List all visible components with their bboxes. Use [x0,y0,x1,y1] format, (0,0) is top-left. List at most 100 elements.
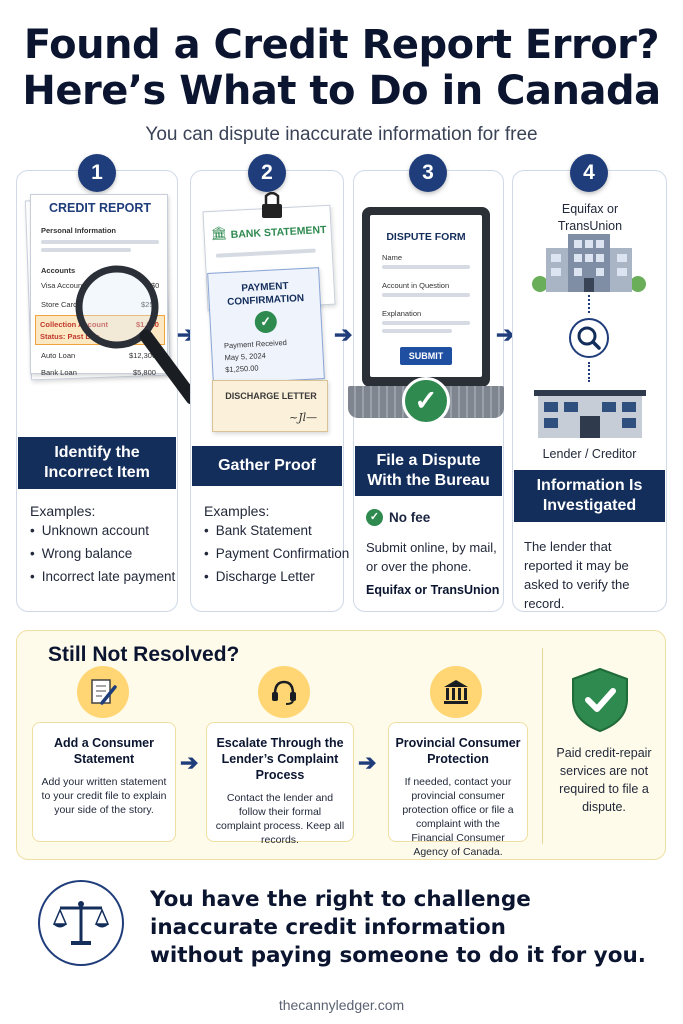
submit-button[interactable]: SUBMIT [400,347,452,365]
error-row-label: Collection Account [40,320,109,329]
check-circle-icon: ✓ [402,377,450,425]
still-not-resolved-title: Still Not Resolved? [48,643,240,666]
signature-icon: ~Jl— [289,411,318,424]
rights-line-1: You have the right to challenge [150,887,531,912]
report-row-label: Auto Loan [41,351,76,360]
step-2-number: 2 [248,154,286,192]
magnifying-glass-icon [75,265,199,405]
search-icon [577,326,601,350]
arrow-right-icon: ➔ [180,750,199,775]
list-item: Incorrect late payment [30,569,176,592]
report-row-value: $12,300 [129,351,157,360]
bank-icon: 🏛 [210,225,228,242]
discharge-letter-title: DISCHARGE LETTER [225,391,317,401]
report-row-value: $0 [151,281,160,290]
form-field-label: Name [382,253,403,262]
consumer-protection-icon-circle [430,666,482,718]
title-line-2: Here’s What to Do in Canada [22,68,661,114]
document-pen-icon [91,679,117,705]
accounts-label: Accounts [41,266,76,275]
headset-icon [272,680,296,705]
rights-line-3: without paying someone to do it for you. [150,943,646,968]
form-field-label: Account in Question [382,281,450,290]
step-1-number: 1 [78,154,116,192]
payment-date: May 5, 2024 [224,351,267,363]
consumer-statement-title: Add a Consumer Statement [53,736,154,766]
investigate-search-icon [569,318,609,358]
rights-line-2: inaccurate credit information [150,915,506,940]
payment-received-label: Payment Received [223,337,288,351]
step-1-heading: Identify the Incorrect Item [18,437,176,489]
discharge-letter-document: DISCHARGE LETTER ~Jl— [212,380,328,432]
error-row-status: Status: Past Due [40,332,100,341]
step-3-number: 3 [409,154,447,192]
dispute-form-title: DISPUTE FORM [386,231,466,243]
payment-amount: $1,250.00 [224,363,259,375]
report-row-value: $250 [141,300,158,309]
step-2-examples-title: Examples: [204,503,270,519]
consumer-statement-icon-circle [77,666,129,718]
report-row-value: $5,800 [133,368,156,377]
lender-complaint-title: Escalate Through the Lender’s Complaint … [216,736,344,782]
step-2-examples: Bank Statement Payment Confirmation Disc… [204,523,350,592]
scales-of-justice-icon [52,901,110,945]
report-row-label: Visa Account [41,281,85,290]
provincial-protection-body: If needed, contact your provincial consu… [402,776,514,858]
justice-scales-badge [38,880,124,966]
arrow-right-icon: ➔ [496,322,515,347]
arrow-right-icon: ➔ [358,750,377,775]
step-2-heading: Gather Proof [192,446,342,486]
paid-repair-note: Paid credit-repair services are not requ… [556,746,652,814]
payment-confirmation-document: PAYMENT CONFIRMATION ✓ Payment Received … [207,267,325,385]
check-circle-icon: ✓ [366,509,383,526]
dotted-arrow-icon [588,295,590,313]
lender-building-icon [534,390,646,438]
step-1-examples: Unknown account Wrong balance Incorrect … [30,523,176,592]
step-4-number: 4 [570,154,608,192]
panel-divider [542,648,543,844]
form-field-label: Explanation [382,309,422,318]
step-3-bureaus: Equifax or TransUnion [366,583,500,597]
list-item: Bank Statement [204,523,349,546]
footer-url[interactable]: thecannyledger.com [278,997,405,1013]
page-subtitle: You can dispute inaccurate information f… [145,124,538,145]
dotted-arrow-icon [588,362,590,382]
rights-statement: You have the right to challenge inaccura… [150,886,646,970]
step-4-body: The lender that reported it may be asked… [524,539,630,611]
list-item: Wrong balance [30,546,175,569]
title-line-1: Found a Credit Report Error? [23,22,660,68]
step-4-top-label: Equifax or TransUnion [557,202,623,233]
lender-complaint-body: Contact the lender and follow their form… [215,792,345,846]
complaint-headset-icon-circle [258,666,310,718]
report-row-label: Store Card [41,300,78,309]
list-item: Payment Confirmation [204,546,350,569]
step-3-heading: File a Dispute With the Bureau [355,446,502,496]
step-4-heading: Information Is Investigated [514,470,665,522]
payment-confirmation-title: PAYMENT CONFIRMATION [226,280,305,308]
lender-complaint-card: Escalate Through the Lender’s Complaint … [206,722,354,846]
step-4-bottom-label: Lender / Creditor [542,447,637,461]
credit-report-title: CREDIT REPORT [48,201,152,215]
no-fee-label: No fee [389,510,431,525]
report-row-label: Bank Loan [41,368,77,377]
step-3-body: Submit online, by mail, or over the phon… [366,540,497,574]
bank-statement-title: BANK STATEMENT [230,223,327,241]
dispute-form: DISPUTE FORM Name Account in Question Ex… [370,215,482,377]
check-circle-icon: ✓ [254,310,278,334]
step-1-examples-title: Examples: [30,503,96,519]
shield-check-icon [572,667,628,733]
no-fee-badge: ✓ No fee [366,509,430,526]
personal-info-label: Personal Information [41,226,117,235]
laptop-screen: DISPUTE FORM Name Account in Question Ex… [362,207,490,387]
list-item: Discharge Letter [204,569,349,592]
binder-clip-icon [262,192,282,218]
consumer-statement-card: Add a Consumer Statement Add your writte… [32,722,176,842]
provincial-protection-card: Provincial Consumer Protection If needed… [388,722,528,858]
arrow-right-icon: ➔ [334,322,353,347]
institution-icon [444,680,468,704]
bureau-building-icon [532,234,646,292]
list-item: Unknown account [30,523,175,546]
consumer-statement-body: Add your written statement to your credi… [41,776,167,816]
page-title: Found a Credit Report Error? Here’s What… [0,22,683,114]
provincial-protection-title: Provincial Consumer Protection [395,736,521,766]
